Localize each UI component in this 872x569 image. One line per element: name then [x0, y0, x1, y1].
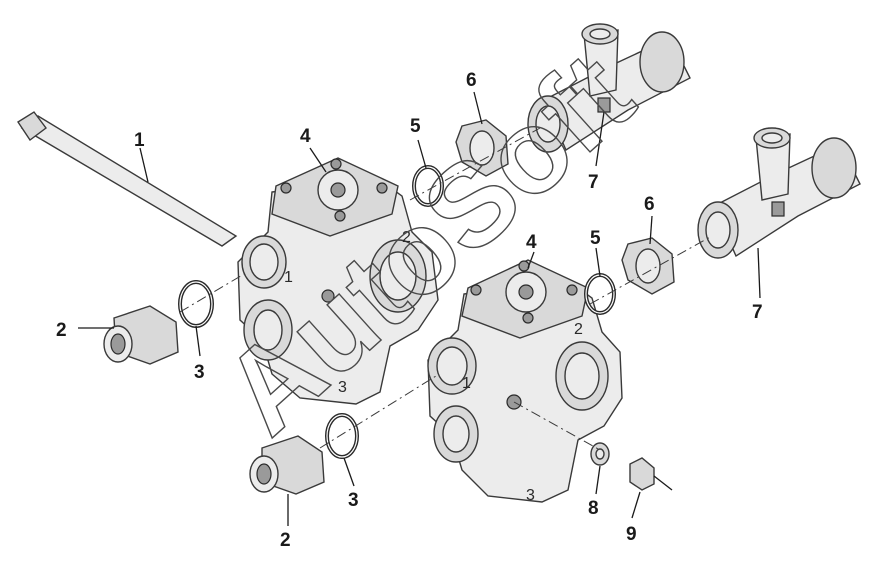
valve-body-left — [237, 157, 439, 405]
callout-7-left: 7 — [588, 172, 599, 193]
callout-4-right: 4 — [526, 232, 537, 253]
port-mark-left-1: 1 — [284, 269, 293, 286]
callout-8: 8 — [588, 498, 599, 519]
port-mark-left-2: 2 — [402, 229, 411, 246]
hex-nut-right — [621, 237, 675, 295]
callout-5-right: 5 — [590, 228, 601, 249]
assembly-axes — [179, 127, 713, 451]
tee-connector-left — [527, 23, 691, 153]
valve-body-right — [427, 259, 623, 503]
callout-3-left: 3 — [194, 362, 205, 383]
long-bolt — [17, 111, 238, 247]
callout-5-left: 5 — [410, 116, 421, 137]
port-mark-right-3: 3 — [526, 487, 535, 504]
o-ring-bottom — [325, 413, 359, 459]
port-marks: 1 2 3 1 2 3 — [284, 229, 583, 504]
callout-3-bottom: 3 — [348, 490, 359, 511]
leader-lines — [78, 91, 761, 526]
port-mark-right-1: 1 — [462, 375, 471, 392]
washer — [590, 442, 610, 466]
o-ring-top-right — [584, 273, 616, 315]
o-ring-top-left — [412, 165, 444, 207]
callout-9: 9 — [626, 524, 637, 545]
callout-6-right: 6 — [644, 194, 655, 215]
o-ring-left — [178, 280, 214, 328]
port-mark-left-3: 3 — [338, 379, 347, 396]
port-mark-right-2: 2 — [574, 321, 583, 338]
callout-6-left: 6 — [466, 70, 477, 91]
fitting-bottom — [249, 435, 325, 495]
callout-7-right: 7 — [752, 302, 763, 323]
small-hex-nut — [629, 457, 673, 491]
callout-2-left: 2 — [56, 320, 67, 341]
callout-labels: 1 2 3 4 5 6 7 2 3 4 5 6 7 8 9 — [56, 70, 763, 551]
callout-1: 1 — [134, 130, 145, 151]
fitting-left — [103, 305, 179, 365]
callout-2-bottom: 2 — [280, 530, 291, 551]
callout-4-left: 4 — [300, 126, 311, 147]
tee-connector-right — [697, 127, 861, 259]
